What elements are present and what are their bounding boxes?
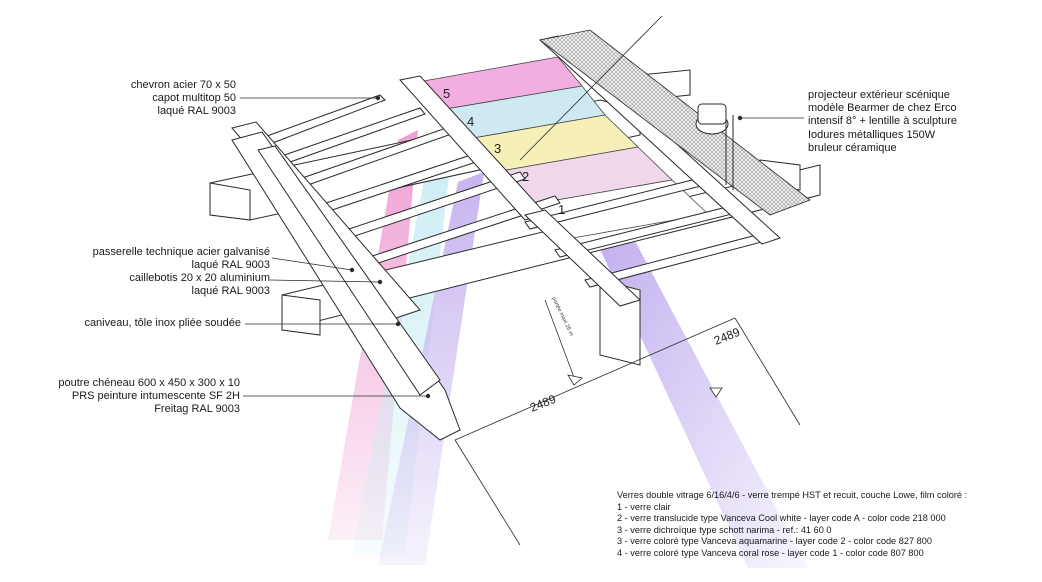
label-passerelle-line-1: passerelle technique acier galvanisé xyxy=(92,246,270,258)
panel-number-3: 3 xyxy=(494,141,501,156)
legend-item: 2 - verre translucide type Vanceva Cool … xyxy=(617,513,946,524)
panel-number-4: 4 xyxy=(467,114,474,129)
grating-walkway xyxy=(539,29,811,216)
panel-number-2: 2 xyxy=(522,169,529,184)
label-caillebotis-line-1: caillebotis 20 x 20 aluminium xyxy=(129,272,270,284)
beam-span-note: portée maxi 25 m xyxy=(550,296,574,337)
glass-legend: Verres double vitrage 6/16/4/6 - verre t… xyxy=(617,490,967,560)
label-poutre-line-2: PRS peinture intumescente SF 2H xyxy=(71,390,240,403)
label-projecteur: projecteur extérieur scénique modèle Bea… xyxy=(808,89,957,155)
dimension-lines xyxy=(454,299,801,546)
label-chevron-line-3: laqué RAL 9003 xyxy=(157,105,237,118)
legend-item: 1 - verre clair xyxy=(617,501,671,512)
panel-number-1: 1 xyxy=(558,202,565,217)
projector xyxy=(695,103,734,190)
legend-item: 4 - verre coloré type Vanceva coral rose… xyxy=(617,547,924,558)
label-caniveau-line-1: caniveau, tôle inox pliée soudée xyxy=(84,317,241,329)
legend-item: 3 - verre coloré type Vanceva aquamarine… xyxy=(617,536,932,547)
label-passerelle: passerelle technique acier galvanisé laq… xyxy=(40,246,270,272)
label-leaders xyxy=(240,95,804,399)
label-poutre-line-1: poutre chéneau 600 x 450 x 300 x 10 xyxy=(58,377,240,389)
label-projecteur-line-3: intensif 8° + lentille à sculpture xyxy=(808,115,958,128)
label-chevron: chevron acier 70 x 50 capot multitop 50 … xyxy=(110,79,236,119)
glass-panels xyxy=(417,56,709,241)
label-chevron-line-2: capot multitop 50 xyxy=(152,92,236,105)
label-caillebotis: caillebotis 20 x 20 aluminium laqué RAL … xyxy=(70,272,270,298)
label-projecteur-line-4: Iodures métalliques 150W xyxy=(808,128,936,141)
label-poutre: poutre chéneau 600 x 450 x 300 x 10 PRS … xyxy=(40,377,240,417)
dimension-right: 2489 xyxy=(712,325,742,348)
label-poutre-line-3: Freitag RAL 9003 xyxy=(154,403,240,416)
projection-axis xyxy=(519,15,663,161)
panel-number-5: 5 xyxy=(443,86,450,101)
label-caniveau: caniveau, tôle inox pliée soudée xyxy=(60,317,241,330)
beam-violet-right xyxy=(592,222,808,568)
legend-item: 3 - verre dichroïque type schott narima … xyxy=(617,524,832,535)
label-projecteur-line-2: modèle Bearmer de chez Erco xyxy=(808,102,957,115)
label-chevron-line-1: chevron acier 70 x 50 xyxy=(130,79,236,91)
label-passerelle-line-2: laqué RAL 9003 xyxy=(191,259,271,272)
label-projecteur-line-1: projecteur extérieur scénique xyxy=(808,89,950,101)
legend-title: Verres double vitrage 6/16/4/6 - verre t… xyxy=(617,490,968,500)
dimension-left: 2489 xyxy=(528,392,558,415)
label-projecteur-line-5: bruleur céramique xyxy=(808,141,897,154)
label-caillebotis-line-2: laqué RAL 9003 xyxy=(191,285,271,298)
gutter-channel xyxy=(231,131,461,441)
